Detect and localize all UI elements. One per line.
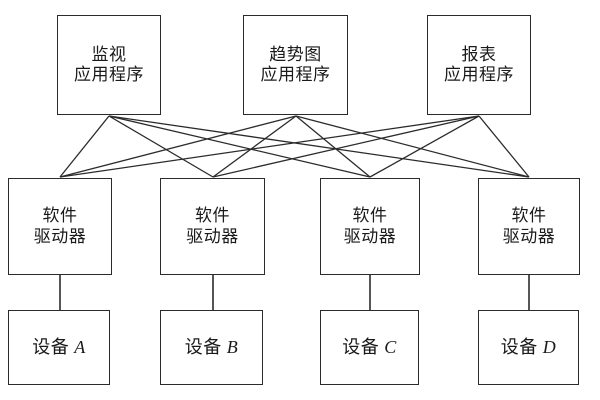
edge-app-trend-to-driver-a: [59, 115, 297, 178]
device-identifier-device-a: A: [74, 336, 86, 357]
node-label-device-c: 设备 C: [342, 336, 397, 357]
node-device-b: 设备 B: [160, 310, 263, 385]
device-identifier-device-d: D: [542, 336, 557, 357]
node-label-driver-d: 软件 驱动器: [502, 206, 556, 246]
node-app-trend: 趋势图 应用程序: [243, 15, 348, 115]
node-label-driver-a: 软件 驱动器: [33, 206, 87, 246]
edge-app-report-to-driver-c: [369, 115, 480, 178]
node-device-c: 设备 C: [320, 310, 419, 385]
node-label-device-a: 设备 A: [32, 336, 86, 357]
node-label-app-report: 报表 应用程序: [444, 44, 514, 84]
edge-app-trend-to-driver-d: [295, 115, 530, 178]
node-label-app-trend: 趋势图 应用程序: [260, 44, 331, 84]
edge-app-trend-to-driver-c: [295, 115, 371, 178]
edge-app-report-to-driver-d: [478, 115, 530, 178]
app-to-driver-edges: [59, 115, 530, 178]
node-driver-b: 软件 驱动器: [160, 178, 265, 275]
node-label-device-d: 设备 D: [500, 336, 557, 357]
device-identifier-device-c: C: [384, 336, 397, 357]
edge-app-report-to-driver-b: [212, 115, 480, 178]
driver-to-device-edges: [59, 275, 530, 310]
edge-app-monitor-to-driver-b: [108, 115, 214, 178]
node-app-report: 报表 应用程序: [427, 15, 531, 115]
edge-app-monitor-to-driver-d: [108, 115, 530, 178]
node-driver-a: 软件 驱动器: [8, 178, 112, 275]
node-label-driver-b: 软件 驱动器: [186, 206, 239, 246]
node-device-a: 设备 A: [8, 310, 110, 385]
device-identifier-device-b: B: [226, 336, 239, 357]
node-label-app-monitor: 监视 应用程序: [74, 44, 144, 84]
node-label-device-b: 设备 B: [184, 336, 239, 357]
edge-app-monitor-to-driver-c: [108, 115, 371, 178]
node-device-d: 设备 D: [478, 310, 579, 385]
edge-app-trend-to-driver-b: [212, 115, 297, 178]
node-label-driver-c: 软件 驱动器: [343, 206, 397, 246]
edge-app-report-to-driver-a: [59, 115, 480, 178]
edge-app-monitor-to-driver-a: [59, 115, 110, 178]
node-driver-d: 软件 驱动器: [478, 178, 580, 275]
node-driver-c: 软件 驱动器: [320, 178, 420, 275]
node-app-monitor: 监视 应用程序: [57, 15, 161, 115]
